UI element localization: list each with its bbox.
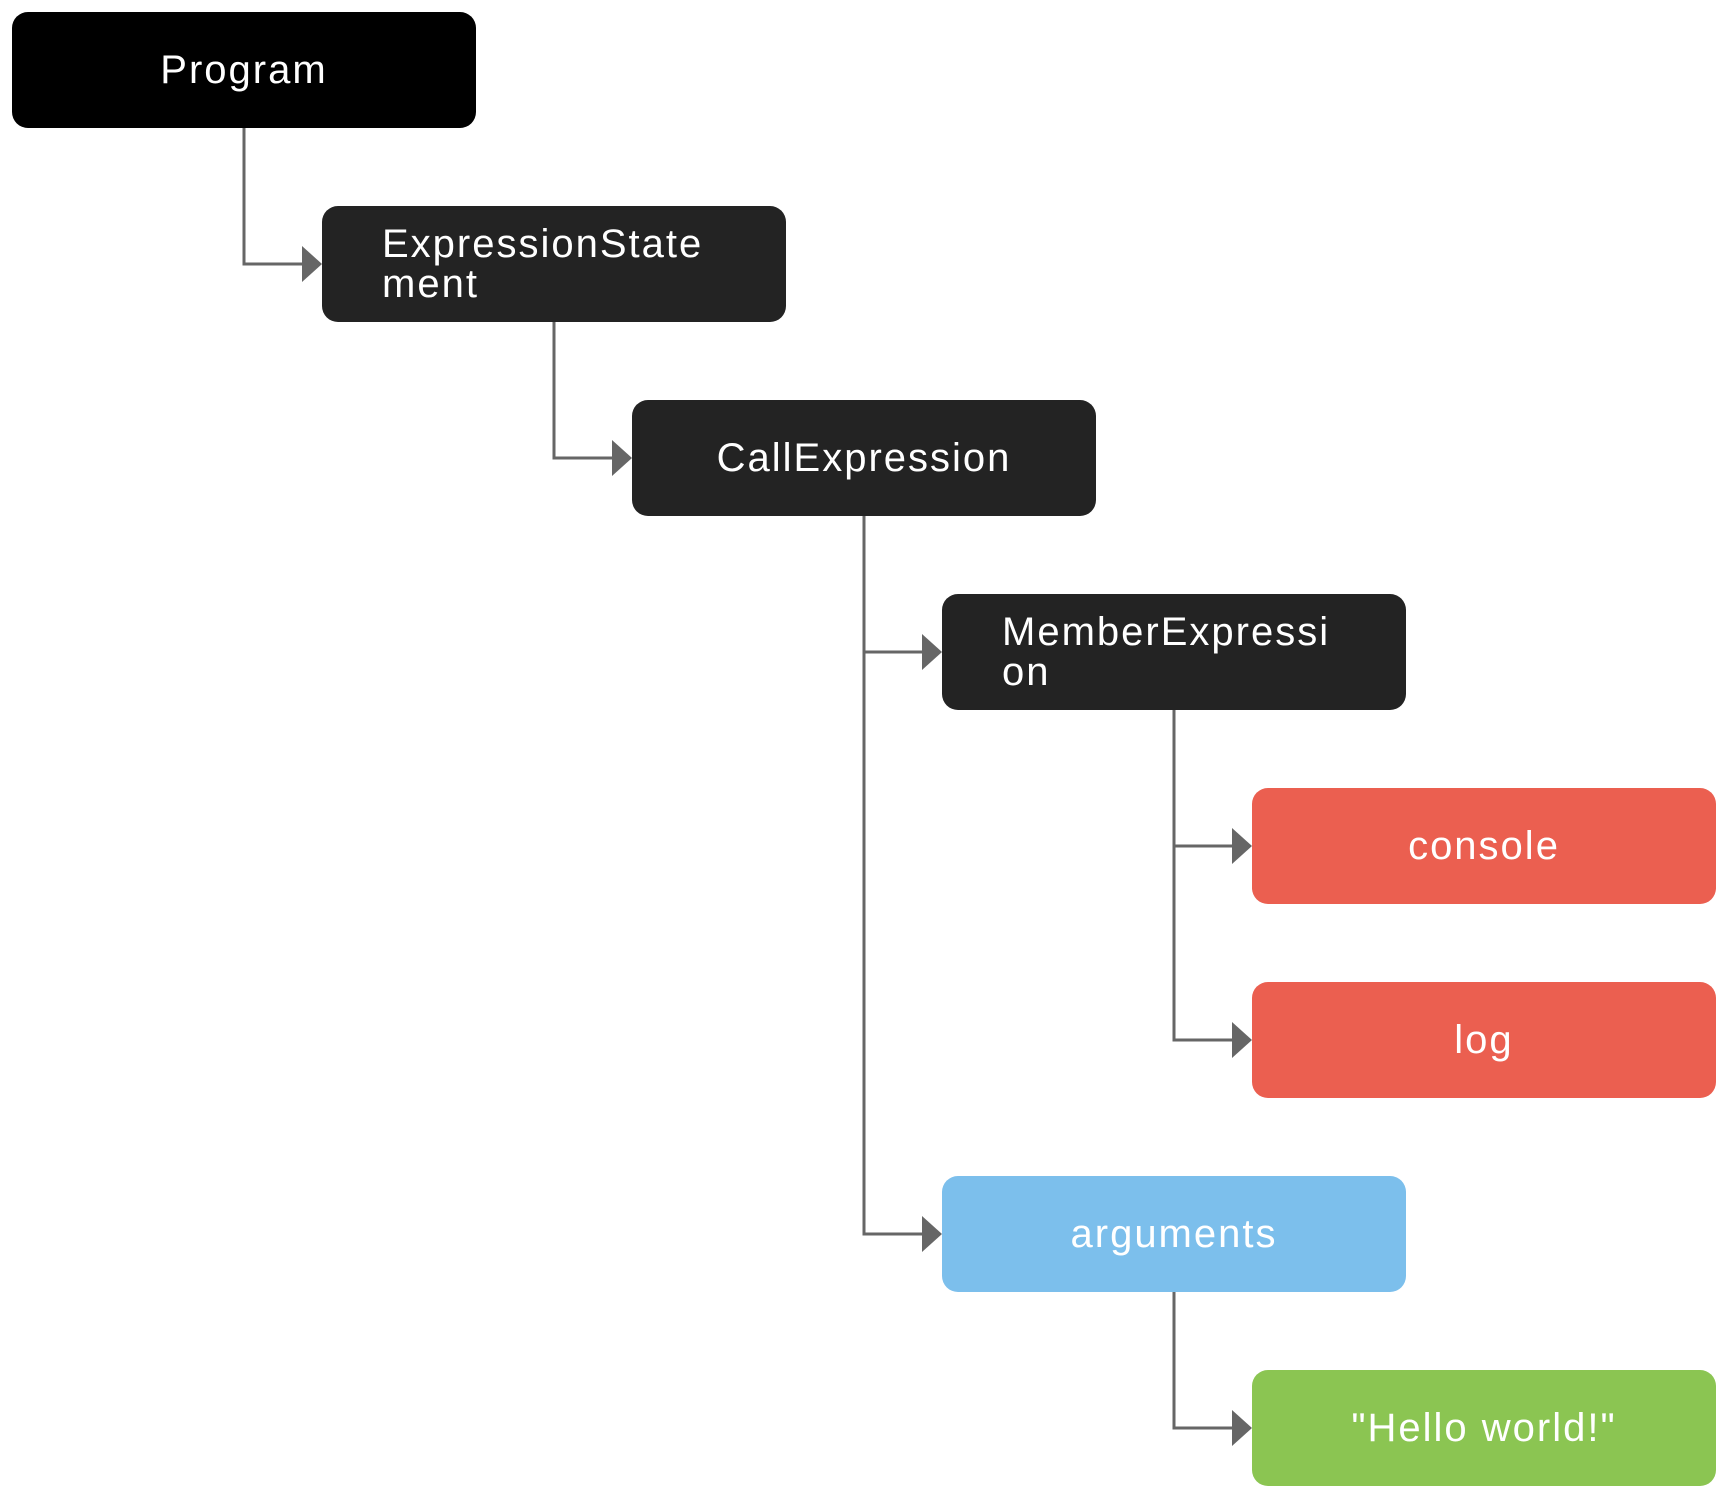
node-console: console — [1252, 788, 1716, 904]
node-arguments: arguments — [942, 1176, 1406, 1292]
arrowhead-icon — [922, 634, 942, 670]
edge-program-to-expression_statement — [242, 128, 322, 282]
arrowhead-icon — [922, 1216, 942, 1252]
connector-line — [1172, 710, 1232, 1042]
edge-call_expression-to-member_expression — [862, 516, 942, 670]
edge-expression_statement-to-call_expression — [552, 322, 632, 476]
connector-line — [862, 516, 922, 1236]
node-arguments-label: arguments — [1070, 1212, 1278, 1256]
node-call-expression-label: CallExpression — [716, 436, 1012, 480]
node-console-label: console — [1408, 824, 1560, 868]
node-expression-statement-label: ExpressionStatement — [382, 222, 704, 306]
edge-arguments-to-hello_world — [1172, 1292, 1252, 1446]
connector-line — [552, 322, 612, 460]
node-log-label: log — [1454, 1018, 1514, 1062]
arrowhead-icon — [1232, 1410, 1252, 1446]
arrowhead-icon — [612, 440, 632, 476]
arrowhead-icon — [1232, 828, 1252, 864]
edge-member_expression-to-console — [1172, 710, 1252, 864]
node-program-label: Program — [160, 48, 328, 92]
arrowhead-icon — [1232, 1022, 1252, 1058]
edge-member_expression-to-log — [1172, 710, 1252, 1058]
connector-line — [242, 128, 302, 266]
node-expression-statement: ExpressionStatement — [322, 206, 786, 322]
arrowhead-icon — [302, 246, 322, 282]
edge-call_expression-to-arguments — [862, 516, 942, 1252]
connector-line — [1172, 1292, 1232, 1430]
node-program: Program — [12, 12, 476, 128]
node-hello-world-label: "Hello world!" — [1351, 1406, 1617, 1450]
node-member-expression: MemberExpression — [942, 594, 1406, 710]
node-hello-world: "Hello world!" — [1252, 1370, 1716, 1486]
connector-line — [1172, 710, 1232, 848]
node-call-expression: CallExpression — [632, 400, 1096, 516]
connector-line — [862, 516, 922, 654]
node-log: log — [1252, 982, 1716, 1098]
node-member-expression-label: MemberExpression — [1002, 610, 1331, 694]
